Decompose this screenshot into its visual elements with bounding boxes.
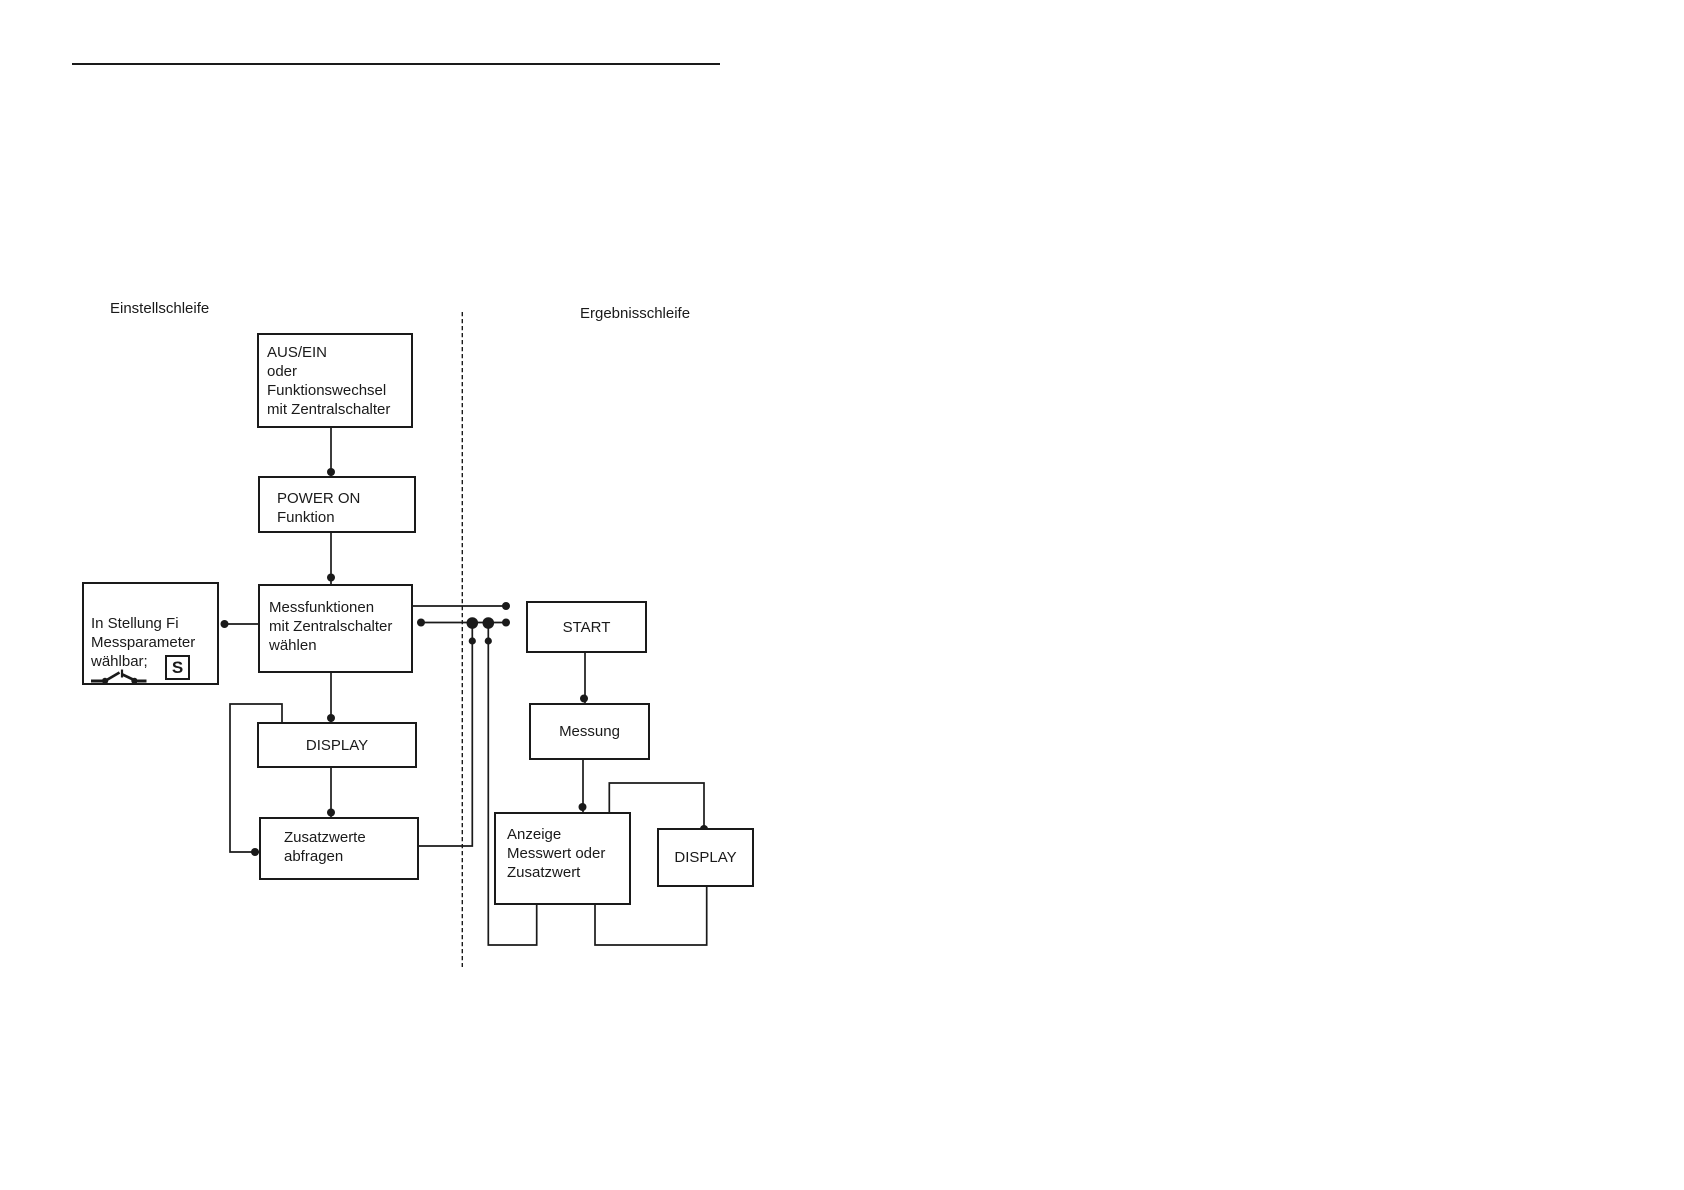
start-box: START: [526, 601, 647, 653]
messung-box: Messung: [529, 703, 650, 760]
in-stellung-fi-text: In Stellung Fi Messparameter wählbar;: [91, 615, 196, 670]
power-on-box: POWER ON Funktion: [258, 476, 416, 533]
display-right-box: DISPLAY: [657, 828, 754, 887]
connector-display-loopback: [229, 703, 283, 853]
connector-junction-anzeige-return: [487, 623, 538, 946]
messfunktionen-box: Messfunktionen mit Zentralschalter wähle…: [258, 584, 413, 673]
right-column-label: Ergebnisschleife: [580, 305, 691, 322]
left-column-label: Einstellschleife: [110, 300, 210, 317]
connector-anzeige-displayright-bottom: [594, 887, 708, 946]
page-header-rule: [72, 63, 720, 65]
ausein-funktionswechsel-box: AUS/EIN oder Funktionswechsel mit Zentra…: [257, 333, 413, 428]
display-left-box: DISPLAY: [257, 722, 417, 768]
in-stellung-fi-box: In Stellung Fi Messparameter wählbar; S: [82, 582, 219, 685]
connector-junction-zusatzwerte-return: [419, 623, 474, 847]
connector-anzeige-displayright-top: [608, 782, 705, 828]
junction-dots: [220, 468, 708, 856]
zusatzwerte-abfragen-box: Zusatzwerte abfragen: [259, 817, 419, 880]
s-symbol-chip: S: [165, 655, 190, 680]
anzeige-messwert-box: Anzeige Messwert oder Zusatzwert: [494, 812, 631, 905]
open-switch-icon: [91, 669, 147, 685]
